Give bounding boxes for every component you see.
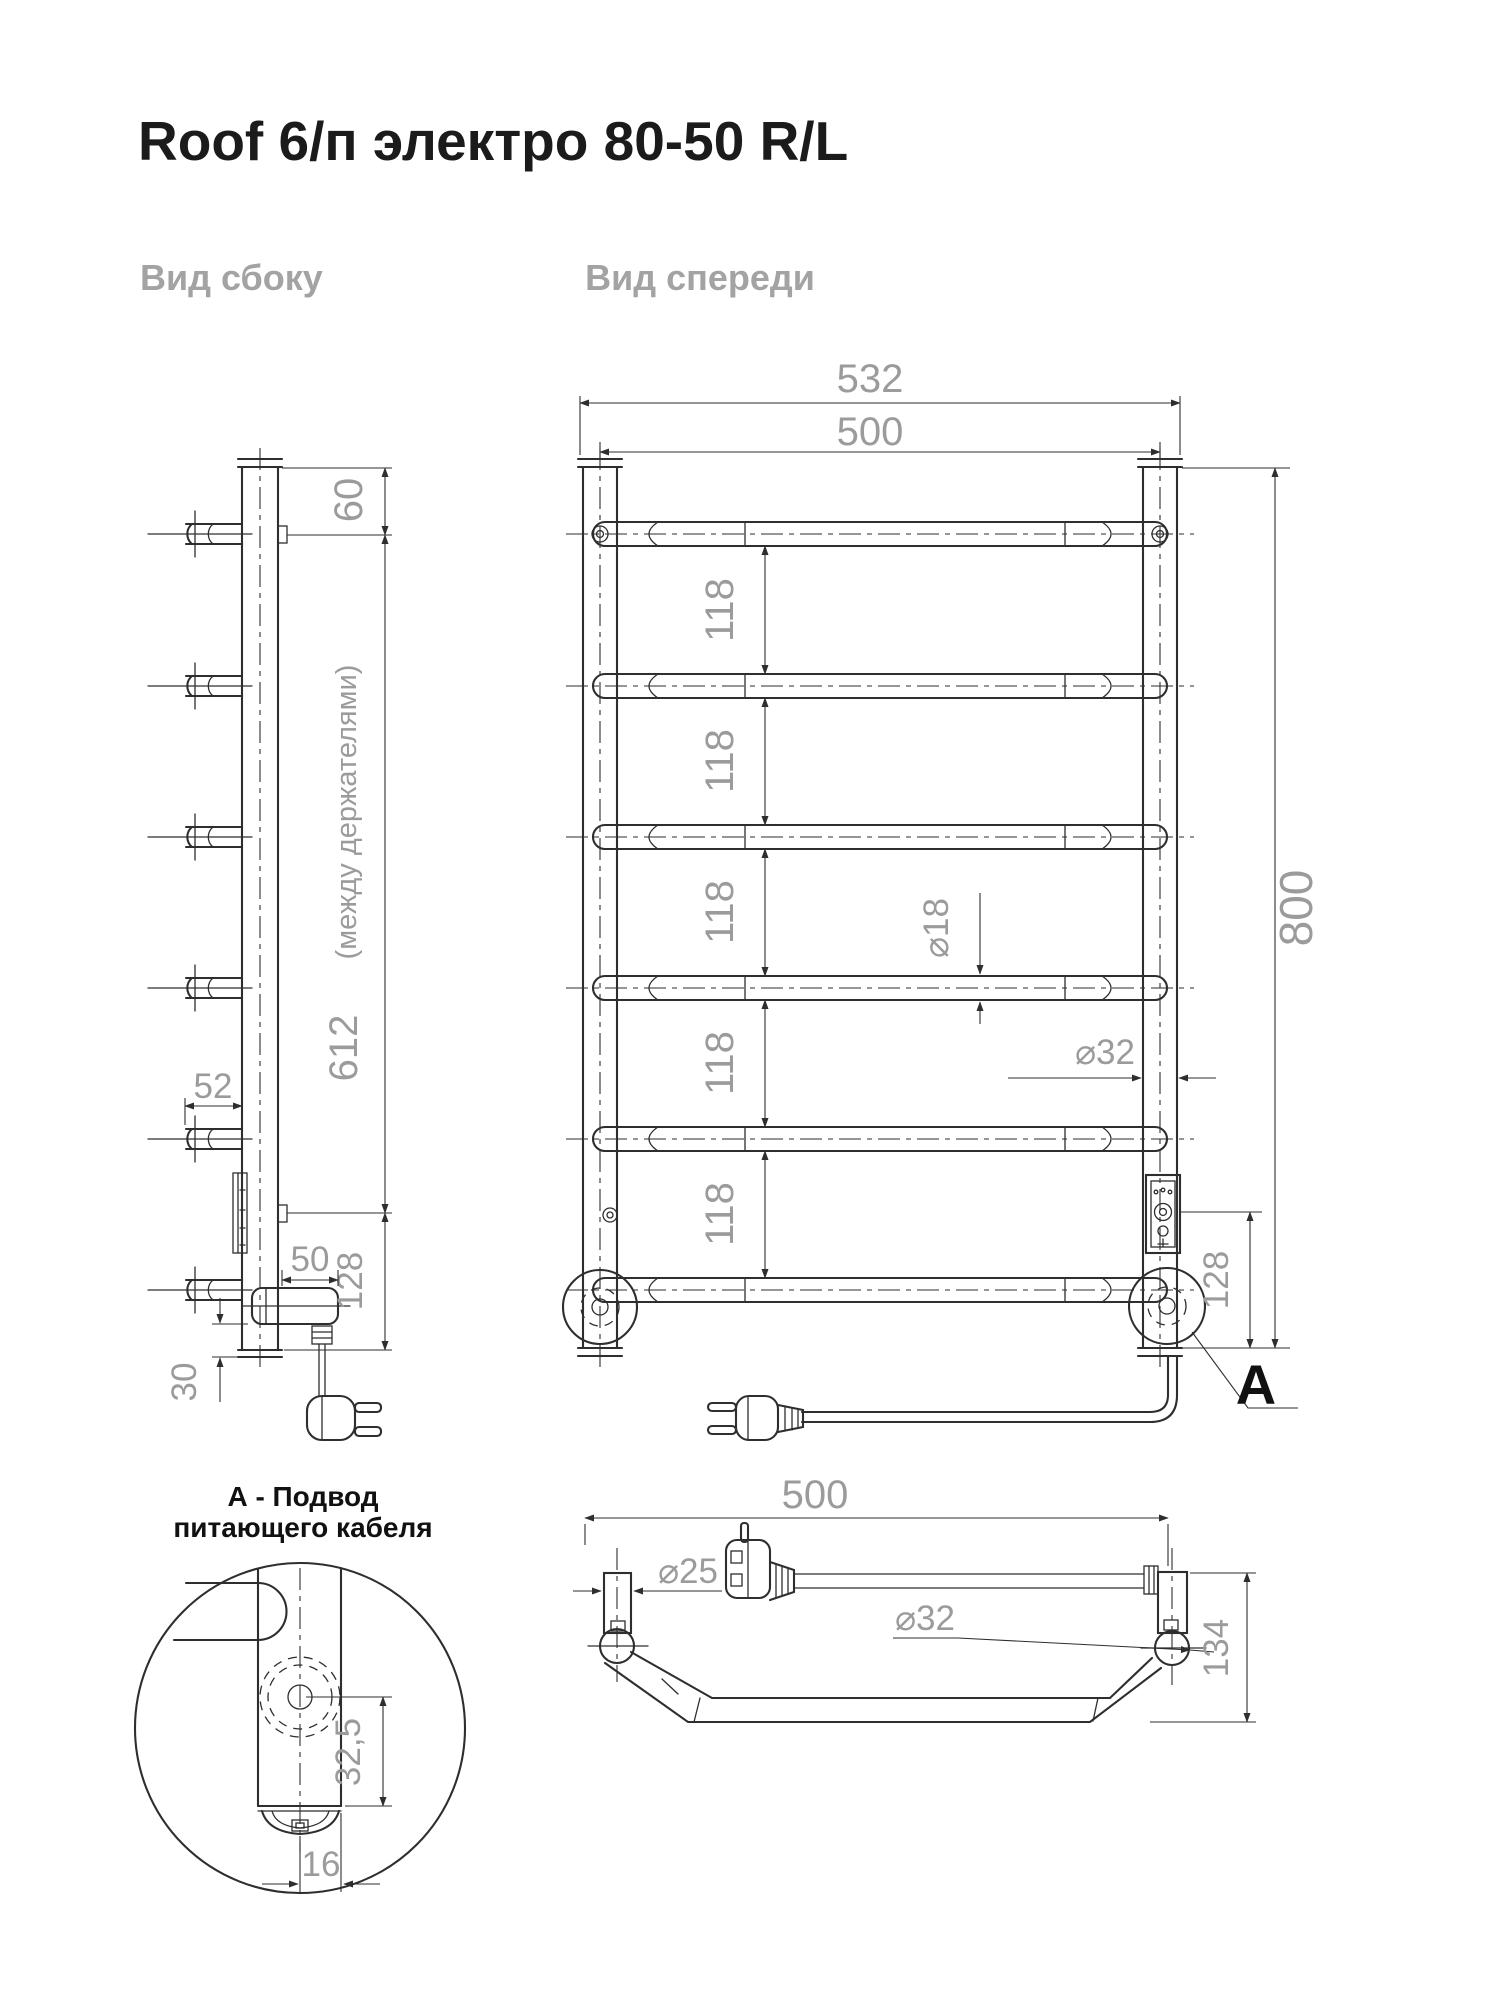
right-post-top [1156, 1570, 1189, 1635]
screw-top-left [591, 525, 609, 543]
dim-118-4: 118 [698, 1031, 742, 1095]
dim-32-5: 32,5 [329, 1718, 368, 1786]
side-view-label: Вид сбоку [140, 257, 323, 298]
front-view-label: Вид спереди [585, 257, 815, 298]
dim-500-bottom: 500 [782, 1473, 849, 1517]
dia-32-bottom: ⌀32 [895, 1599, 955, 1638]
dim-118-3: 118 [698, 880, 742, 944]
bottom-bracket-clip [277, 1204, 288, 1223]
left-post-top [602, 1571, 633, 1635]
dim-60: 60 [327, 478, 371, 523]
bottom-rung-tube [603, 1650, 1163, 1724]
dim-128-front: 128 [1197, 1251, 1236, 1309]
detail-label-line1: А - Подвод [227, 1481, 378, 1512]
dim-30: 30 [165, 1363, 204, 1402]
front-view-dimensions: 532 500 118 118 118 118 118 800 128 [579, 357, 1322, 1416]
dim-612-note: (между держателями) [331, 665, 363, 960]
dim-128-side: 128 [331, 1252, 370, 1310]
dim-532: 532 [837, 357, 904, 401]
bottom-view-dimensions: 500 ⌀25 ⌀32 134 [573, 1473, 1256, 1723]
power-plug-front [706, 1394, 805, 1442]
dim-16: 16 [302, 1845, 341, 1884]
detail-label-line2: питающего кабеля [173, 1512, 432, 1543]
detail-marker-A: А [1236, 1353, 1276, 1416]
screw-top-right [1151, 525, 1169, 543]
detail-view-dimensions: 32,5 16 [262, 1696, 392, 1892]
wall-bracket-left [561, 1268, 639, 1346]
dia-32-front: ⌀32 [1075, 1033, 1135, 1072]
power-cable-front [706, 1354, 1179, 1442]
dia-25: ⌀25 [658, 1552, 718, 1591]
page-title: Roof 6/п электро 80-50 R/L [138, 110, 848, 172]
dim-118-2: 118 [698, 729, 742, 793]
power-plug-top [724, 1521, 1159, 1602]
power-plug-side [305, 1325, 383, 1442]
dim-500-front: 500 [837, 410, 904, 454]
control-panel-side [232, 1172, 248, 1254]
screw-bottom-left [602, 1207, 618, 1223]
dim-134: 134 [1197, 1619, 1236, 1677]
side-view: 60 (между держателями) 612 128 52 50 30 [146, 448, 392, 1442]
side-view-dimensions: 60 (между держателями) 612 128 52 50 30 [165, 467, 392, 1402]
dia-18: ⌀18 [917, 898, 956, 958]
detail-view-a: А - Подвод питающего кабеля [133, 1481, 467, 1895]
dim-52: 52 [194, 1067, 233, 1106]
heater-unit-side [241, 1286, 351, 1326]
dim-612: 612 [322, 1015, 366, 1082]
dim-50: 50 [291, 1240, 330, 1279]
control-panel-front [1144, 1173, 1182, 1255]
dim-118-1: 118 [698, 578, 742, 642]
top-bracket-clip [277, 525, 288, 544]
dim-118-5: 118 [698, 1182, 742, 1246]
bottom-cap [256, 1804, 343, 1836]
front-view: 532 500 118 118 118 118 118 800 128 [561, 357, 1322, 1442]
dim-800: 800 [1270, 870, 1322, 947]
wall-bracket-right [1127, 1266, 1207, 1346]
bottom-view: 500 ⌀25 ⌀32 134 [573, 1473, 1256, 1724]
detail-viewport-circle [133, 1561, 467, 1895]
